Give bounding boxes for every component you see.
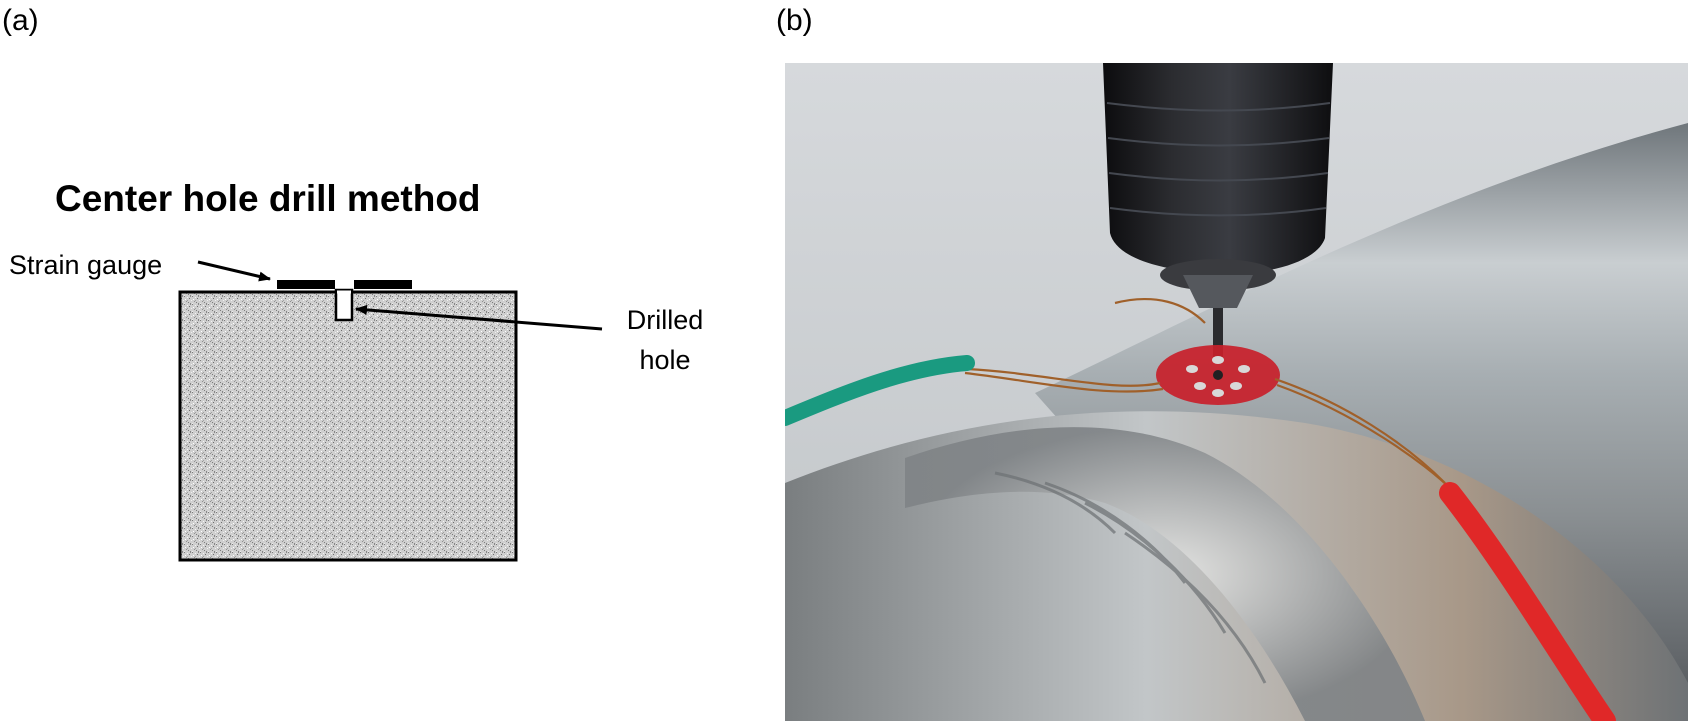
drilled-hole-label-line1: Drilled [626, 305, 704, 335]
weld-bead [905, 427, 1425, 721]
specimen-block [178, 290, 518, 562]
green-wire [785, 355, 975, 426]
drill-bit [1213, 308, 1223, 363]
drill-method-diagram [178, 260, 603, 562]
strain-gauge-bar-right [354, 280, 412, 289]
drilled-hole [334, 288, 354, 322]
panel-label-b: (b) [776, 4, 813, 37]
drilling-photograph [785, 63, 1688, 721]
drill-body [1103, 63, 1333, 275]
strain-gauge-arrow [197, 260, 271, 282]
strain-gauge-bar-left [277, 280, 335, 289]
drilled-hole-arrow [355, 304, 603, 331]
strain-gauge-label: Strain gauge [9, 250, 163, 280]
drilled-hole-label: Drilled hole [610, 300, 720, 380]
red-wire [1439, 482, 1616, 721]
panel-label-a: (a) [2, 4, 39, 37]
diagram-title: Center hole drill method [55, 178, 481, 219]
drilled-hole-label-line2: hole [639, 345, 691, 375]
